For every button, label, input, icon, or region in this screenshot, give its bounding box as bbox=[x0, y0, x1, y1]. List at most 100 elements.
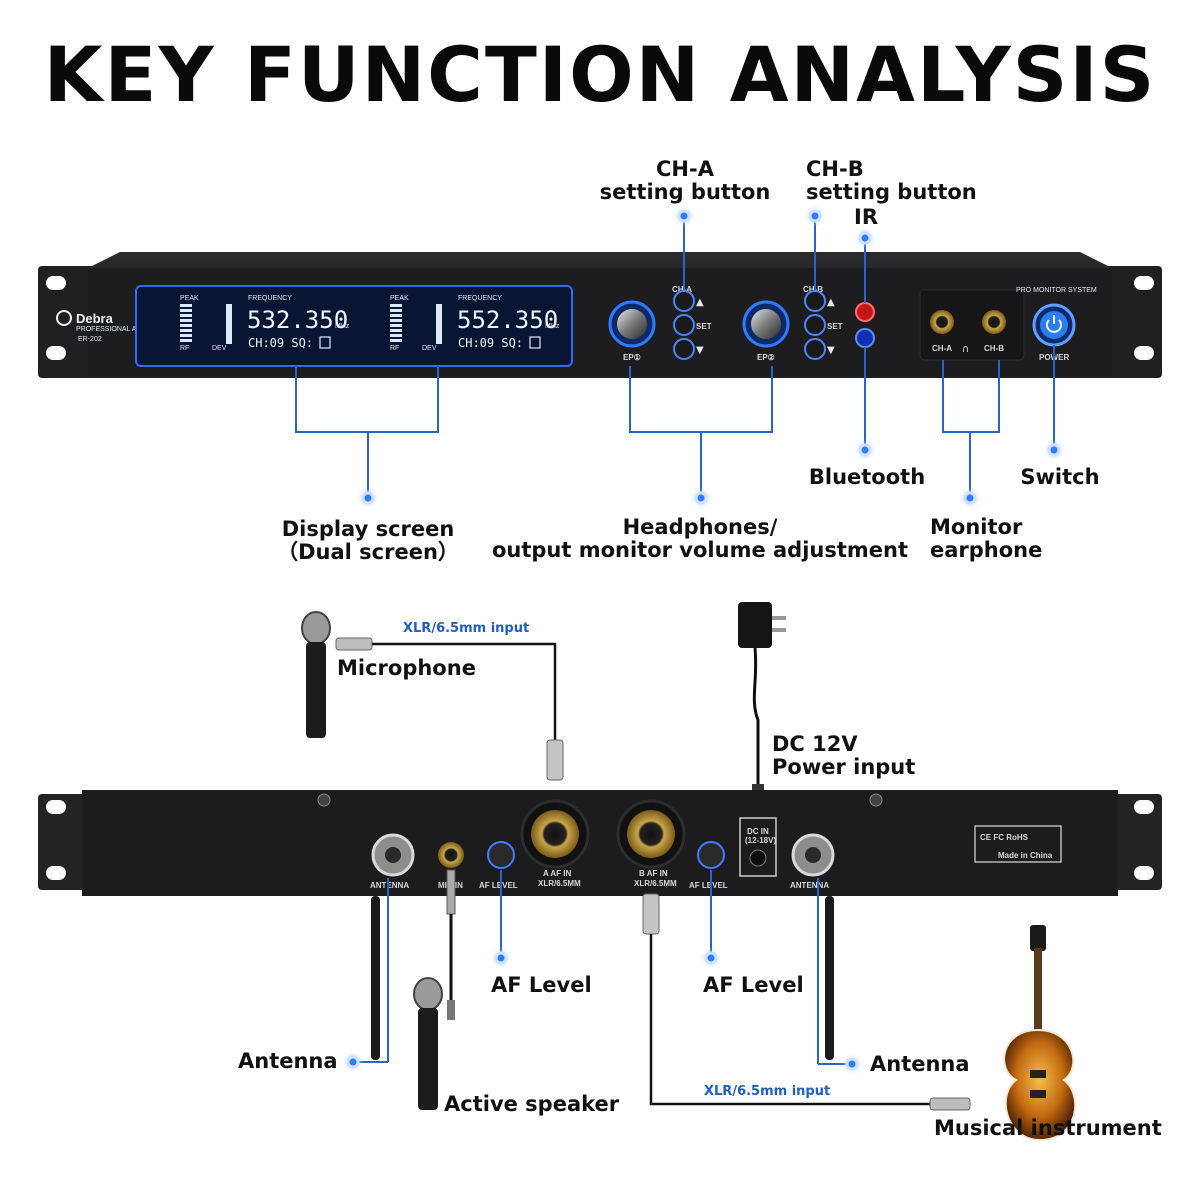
xlr-label-b: XLR/6.5MM bbox=[634, 879, 677, 888]
dc-in-label: DC IN bbox=[747, 827, 769, 836]
channel-status-b: CH:09 SQ: bbox=[458, 336, 523, 350]
xlr-cable-top bbox=[335, 637, 564, 781]
chb-down-button[interactable] bbox=[804, 338, 826, 360]
af-level-left-callout: AF Level bbox=[491, 973, 592, 997]
guitar-illustration bbox=[1003, 925, 1077, 1142]
rack-hole bbox=[46, 866, 66, 880]
frequency-unit: MHz bbox=[335, 323, 350, 330]
cha-callout-line2: setting button bbox=[599, 180, 771, 204]
mic-in-jack[interactable] bbox=[438, 842, 464, 868]
frequency-value-b: 552.350 bbox=[457, 306, 558, 334]
model-label: ER-202 bbox=[78, 336, 102, 343]
callout-dot bbox=[346, 1055, 360, 1069]
switch-callout: Switch bbox=[1020, 465, 1100, 489]
microphone-illustration bbox=[301, 611, 331, 738]
mic-body bbox=[306, 642, 326, 738]
frequency-value-a: 532.350 bbox=[247, 306, 348, 334]
af-in-b-label: B AF IN bbox=[639, 869, 668, 878]
cha-set-label: SET bbox=[696, 322, 712, 331]
callout-dot bbox=[808, 209, 822, 223]
monitor-cha-label: CH-A bbox=[932, 344, 952, 353]
arrow-up-icon: ▲ bbox=[827, 297, 835, 308]
rf-label: RF bbox=[180, 345, 189, 352]
brand-tagline: PROFESSIONAL AUDIO bbox=[76, 326, 154, 333]
page-title: KEY FUNCTION ANALYSIS bbox=[43, 30, 1157, 119]
frequency-label: FREQUENCY bbox=[248, 295, 292, 302]
musical-instrument-callout: Musical instrument bbox=[934, 1116, 1162, 1140]
mic-grille bbox=[301, 611, 331, 645]
dc-cable bbox=[752, 647, 760, 784]
arrow-down-icon: ▼ bbox=[696, 345, 704, 356]
power-button-face bbox=[1040, 311, 1068, 339]
cha-up-button[interactable] bbox=[673, 290, 695, 312]
knob-cap bbox=[751, 309, 781, 339]
headphones-callout-line1: Headphones/ bbox=[622, 515, 778, 539]
cha-set-button[interactable] bbox=[673, 314, 695, 336]
chb-setting-buttons: CH-B ▲ SET ▼ bbox=[803, 285, 843, 360]
af-level-label-a: AF LEVEL bbox=[479, 881, 518, 890]
callout-dot bbox=[858, 231, 872, 245]
cha-callout-line1: CH-A bbox=[656, 157, 714, 181]
monitor-chb-label: CH-B bbox=[984, 344, 1004, 353]
rf-label: RF bbox=[390, 345, 399, 352]
rear-face bbox=[82, 790, 1118, 896]
monitor-jack-b[interactable] bbox=[982, 310, 1006, 334]
callout-dot bbox=[858, 443, 872, 457]
headphones-callout-line2: output monitor volume adjustment bbox=[491, 538, 909, 562]
ir-callout: IR bbox=[854, 205, 878, 229]
dc-in-jack[interactable] bbox=[749, 849, 767, 867]
af-level-knob-b[interactable] bbox=[697, 841, 725, 869]
brand-name: Debra bbox=[76, 311, 114, 326]
xlr-cable-bottom bbox=[642, 893, 971, 1111]
chb-setting-callout: CH-B setting button bbox=[806, 158, 1006, 204]
af-level-right-callout: AF Level bbox=[703, 973, 804, 997]
xlr-input-top-label: XLR/6.5mm input bbox=[403, 621, 530, 636]
power-icon bbox=[1046, 319, 1062, 333]
ep1-label: EP① bbox=[623, 353, 641, 362]
chb-set-button[interactable] bbox=[804, 314, 826, 336]
chb-up-button[interactable] bbox=[804, 290, 826, 312]
chb-callout-line1: CH-B bbox=[806, 157, 864, 181]
chb-callout-line2: setting button bbox=[806, 180, 977, 204]
rack-hole bbox=[1134, 276, 1154, 290]
antenna-b-label: ANTENNA bbox=[790, 881, 829, 890]
display-callout: Display screen （Dual screen） bbox=[260, 518, 476, 564]
antenna-right-callout: Antenna bbox=[870, 1052, 970, 1076]
lcd-channel-a: PEAK RF DEV FREQUENCY 532.350 MHz CH:09 … bbox=[180, 295, 350, 352]
rear-panel: ANTENNA MIC IN AF LEVEL A AF IN XLR/6.5M… bbox=[38, 790, 1162, 896]
antenna-left-callout: Antenna bbox=[238, 1049, 338, 1073]
system-label: PRO MONITOR SYSTEM bbox=[1016, 287, 1097, 294]
monitor-jack-a[interactable] bbox=[930, 310, 954, 334]
front-callout-lines bbox=[295, 216, 1055, 498]
compliance-plate bbox=[974, 825, 1062, 863]
monitor-callout-line1: Monitor bbox=[930, 515, 1023, 539]
lcd-channel-b: PEAK RF DEV FREQUENCY 552.350 MHz CH:09 … bbox=[390, 295, 560, 352]
dev-label: DEV bbox=[422, 345, 437, 352]
callout-dot bbox=[677, 209, 691, 223]
ep2-label: EP② bbox=[757, 353, 775, 362]
mic-in-cable bbox=[446, 869, 456, 1020]
display-callout-line2: （Dual screen） bbox=[277, 540, 459, 564]
rack-hole bbox=[1134, 866, 1154, 880]
af-level-knob-a[interactable] bbox=[487, 841, 515, 869]
frequency-unit: MHz bbox=[545, 323, 560, 330]
compliance-marks: CE FC RoHS bbox=[980, 833, 1029, 842]
xlr-label-a: XLR/6.5MM bbox=[538, 879, 581, 888]
cha-setting-callout: CH-A setting button bbox=[590, 158, 780, 204]
monitor-jack-panel bbox=[919, 289, 1025, 361]
cha-down-button[interactable] bbox=[673, 338, 695, 360]
front-panel: Debra PROFESSIONAL AUDIO ER-202 PEAK RF … bbox=[38, 252, 1162, 378]
arrow-down-icon: ▼ bbox=[827, 345, 835, 356]
dc-power-line2: Power input bbox=[772, 755, 916, 779]
display-callout-line1: Display screen bbox=[281, 517, 455, 541]
rack-hole bbox=[1134, 800, 1154, 814]
arrow-up-icon: ▲ bbox=[696, 297, 704, 308]
monitor-callout: Monitor earphone bbox=[930, 516, 1090, 562]
chb-set-label: SET bbox=[827, 322, 843, 331]
peak-label: PEAK bbox=[180, 295, 199, 302]
rack-hole bbox=[1134, 346, 1154, 360]
callout-dot bbox=[845, 1057, 859, 1071]
active-speaker-mic bbox=[413, 977, 443, 1110]
headphone-icon: ∩ bbox=[962, 344, 969, 355]
